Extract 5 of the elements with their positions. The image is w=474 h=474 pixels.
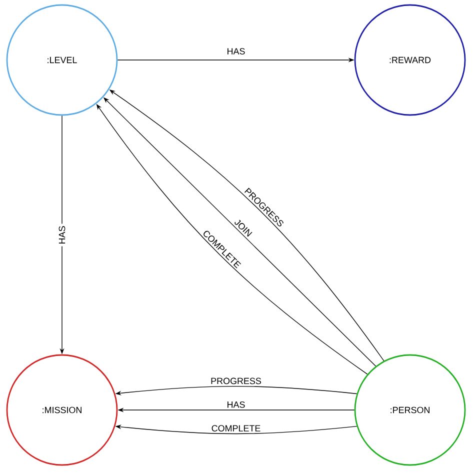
edge-label: HAS — [56, 224, 68, 246]
edge-label: COMPLETE — [212, 425, 260, 432]
edge-label: HAS — [228, 401, 245, 408]
edge-label: PROGRESS — [211, 378, 262, 384]
edge-label: HAS — [228, 48, 245, 54]
